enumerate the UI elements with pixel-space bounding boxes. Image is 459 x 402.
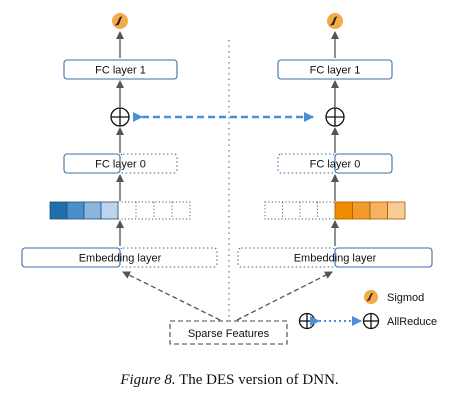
left-embedding-vector: [49, 201, 191, 220]
sparse-features-label: Sparse Features: [188, 328, 270, 340]
left-fc0-box: [63, 153, 121, 174]
right-sigmoid-icon: [327, 13, 343, 29]
arrow-sparse-right: [236, 271, 333, 321]
legend-sigmoid-icon: [364, 290, 378, 304]
left-fc1-label: FC layer 1: [95, 65, 146, 77]
right-fc1-box: [277, 59, 393, 80]
right-embedding-cell: [369, 201, 388, 220]
right-embedding-box: [334, 247, 433, 268]
right-embedding-vector: [264, 201, 406, 220]
sparse-features-box: [169, 320, 288, 345]
figure-caption: Figure 8. The DES version of DNN.: [0, 372, 459, 389]
left-embedding-cell: [66, 201, 85, 220]
figure-label: Figure 8.: [120, 372, 176, 388]
right-embedding-cell: [387, 201, 406, 220]
right-embedding-label: Embedding layer: [294, 253, 377, 265]
right-fc0-label: FC layer 0: [310, 159, 361, 171]
left-sum-node-icon: [110, 107, 130, 127]
right-fc1-label: FC layer 1: [310, 65, 361, 77]
left-embedding-box: [21, 247, 121, 268]
right-embedding-cell: [352, 201, 371, 220]
right-tower: FC layer 1 FC layer 0 Embedding layer: [237, 13, 433, 268]
left-embedding-cell: [83, 201, 102, 220]
legend-allreduce-label: AllReduce: [387, 316, 437, 328]
left-tower: FC layer 1 FC layer 0 Embedding lay: [21, 13, 218, 268]
right-fc0-partial-box: [277, 153, 336, 174]
left-embedding-partial-box: [119, 247, 218, 268]
left-embedding-cell: [100, 201, 119, 220]
legend: Sigmod AllReduce: [298, 290, 437, 330]
left-fc0-label: FC layer 0: [95, 159, 146, 171]
right-embedding-cell: [334, 201, 353, 220]
legend-sum-node-icon-2: [362, 312, 380, 330]
caption-text: The DES version of DNN.: [175, 372, 339, 388]
left-embedding-cell: [49, 201, 68, 220]
left-sigmoid-icon: [112, 13, 128, 29]
left-embedding-label: Embedding layer: [79, 253, 162, 265]
left-fc0-partial-box: [119, 153, 178, 174]
right-embedding-partial-box: [237, 247, 336, 268]
legend-sum-node-icon: [298, 312, 316, 330]
left-fc1-box: [63, 59, 178, 80]
right-fc0-box: [334, 153, 393, 174]
legend-sigmoid-label: Sigmod: [387, 292, 424, 304]
right-sum-node-icon: [325, 107, 345, 127]
arrow-sparse-left: [122, 271, 221, 321]
